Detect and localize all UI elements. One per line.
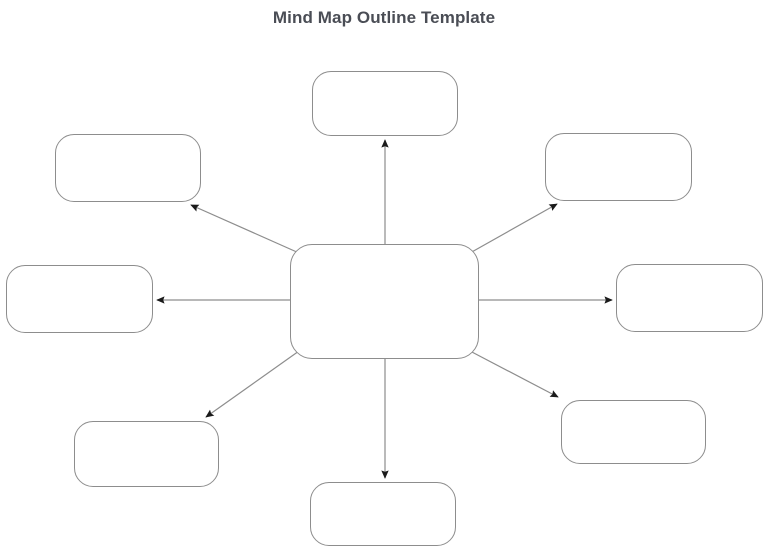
mind-map-branch-node-right[interactable] <box>616 264 763 332</box>
page-title: Mind Map Outline Template <box>272 8 496 27</box>
mind-map-center-node[interactable] <box>290 244 479 359</box>
connector-center-to-bottom-left <box>205 350 300 418</box>
mind-map-branch-node-top[interactable] <box>312 71 458 136</box>
mind-map-branch-node-top-right[interactable] <box>545 133 692 201</box>
branch-node-label-top-right <box>546 134 691 200</box>
connector-center-to-top-left <box>190 204 300 254</box>
connector-center-to-top-right <box>469 203 558 254</box>
mind-map-branch-node-bottom-left[interactable] <box>74 421 219 487</box>
mind-map-branch-node-top-left[interactable] <box>55 134 201 202</box>
connector-center-to-bottom-right <box>469 350 559 398</box>
mind-map-branch-node-bottom-right[interactable] <box>561 400 706 464</box>
branch-node-label-top <box>313 72 457 135</box>
branch-node-label-left <box>7 266 152 332</box>
branch-node-label-bottom-left <box>75 422 218 486</box>
branch-node-label-bottom-right <box>562 401 705 463</box>
branch-node-label-bottom <box>311 483 455 545</box>
center-node-label <box>291 245 478 358</box>
mind-map-branch-node-bottom[interactable] <box>310 482 456 546</box>
mind-map-branch-node-left[interactable] <box>6 265 153 333</box>
branch-node-label-top-left <box>56 135 200 201</box>
branch-node-label-right <box>617 265 762 331</box>
